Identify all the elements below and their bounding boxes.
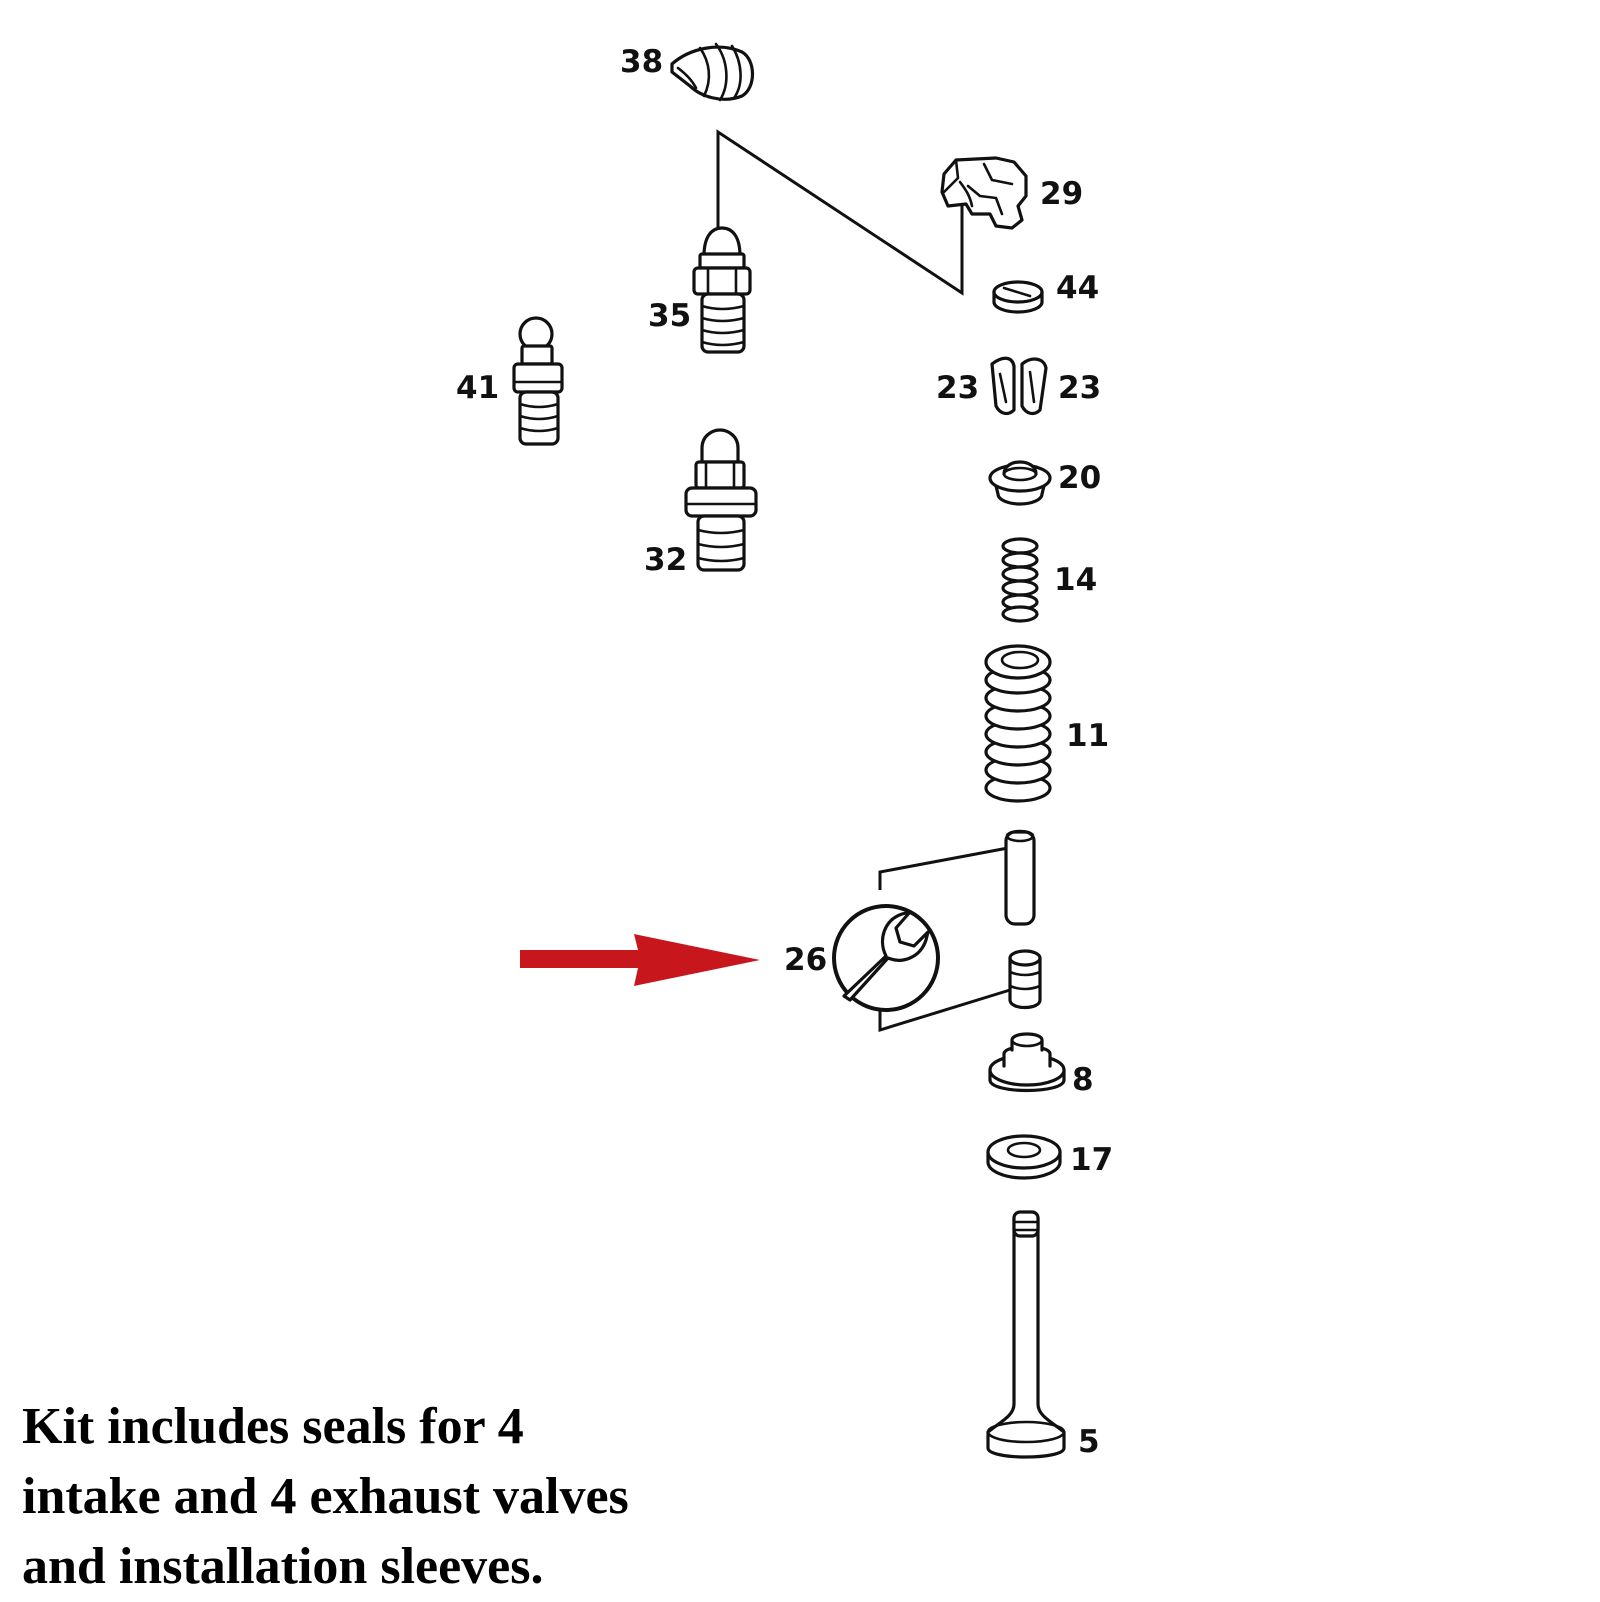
leader-line-service-group-bottom: [878, 988, 1011, 1033]
part-32-hydraulic-element: [684, 428, 758, 572]
wrench-icon: [832, 904, 940, 1012]
label-29: 29: [1040, 176, 1083, 212]
label-8: 8: [1072, 1062, 1094, 1098]
label-44: 44: [1056, 270, 1099, 306]
part-41-hydraulic-element: [512, 316, 564, 446]
part-5-valve: [986, 1210, 1066, 1459]
part-20-spring-retainer: [988, 460, 1052, 506]
caption-line-1: Kit includes seals for 4: [22, 1398, 524, 1455]
label-41: 41: [456, 370, 499, 406]
label-20: 20: [1058, 460, 1101, 496]
label-14: 14: [1054, 562, 1097, 598]
part-17-washer: [986, 1134, 1062, 1180]
label-17: 17: [1070, 1142, 1113, 1178]
part-14-inner-valve-spring: [1001, 537, 1039, 623]
caption-line-2: intake and 4 exhaust valves: [22, 1468, 629, 1525]
label-32: 32: [644, 542, 687, 578]
part-26-valve-stem-seal: [1008, 949, 1042, 1010]
label-38: 38: [620, 44, 663, 80]
part-35-hydraulic-element: [692, 226, 752, 354]
label-35: 35: [648, 298, 691, 334]
label-23-right: 23: [1058, 370, 1101, 406]
label-5: 5: [1078, 1424, 1100, 1460]
arrow-right-icon: [520, 934, 760, 986]
part-11-outer-valve-spring: [984, 644, 1052, 803]
label-26: 26: [784, 942, 827, 978]
part-38-clip: [670, 42, 755, 102]
part-29-rocker-arm: [940, 156, 1028, 230]
label-23-left: 23: [936, 370, 979, 406]
part-23-valve-keepers: [990, 356, 1048, 416]
part-44-retainer-disc: [992, 280, 1044, 314]
leader-line-service-group-top: [878, 846, 1009, 890]
kit-description-caption: Kit includes seals for 4 intake and 4 ex…: [22, 1392, 782, 1602]
part-8-spring-seat: [988, 1032, 1066, 1093]
label-11: 11: [1066, 718, 1109, 754]
part-26-installation-sleeve: [1004, 829, 1036, 926]
leader-line-rocker-group: [716, 129, 964, 296]
caption-line-3: and installation sleeves.: [22, 1538, 544, 1595]
